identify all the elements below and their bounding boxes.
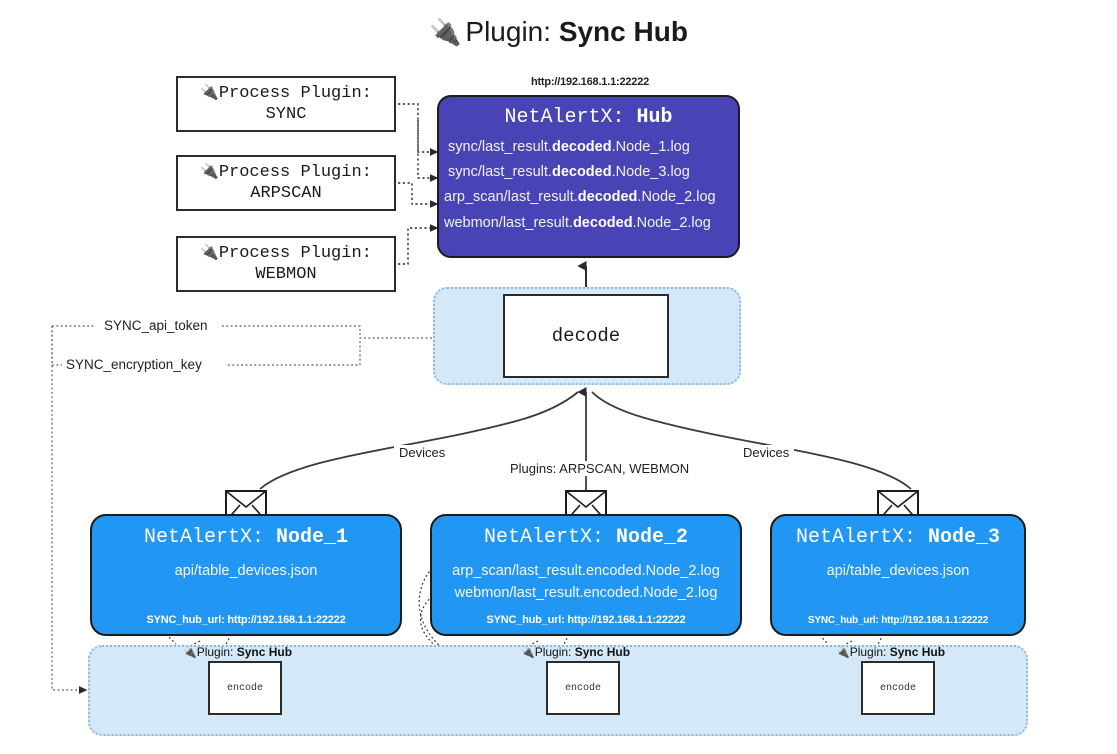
process-plugin-name: ARPSCAN xyxy=(250,184,322,203)
process-plugin-header-row: 🔌Process Plugin: xyxy=(200,83,372,104)
page-title: 🔌Plugin: Sync Hub xyxy=(0,16,1117,48)
node-3-resource: api/table_devices.json xyxy=(826,563,970,579)
plug-icon: 🔌 xyxy=(200,161,219,180)
hub-log-post: .Node_2.log xyxy=(632,214,711,231)
hub-log-line: sync/last_result.decoded.Node_1.log xyxy=(439,135,738,160)
encode-label-prefix: Plugin: xyxy=(534,645,575,659)
process-plugin-header-row: 🔌Process Plugin: xyxy=(200,243,372,264)
hub-log-pre: webmon/last_result. xyxy=(444,214,573,231)
edge-label-devices-right: Devices xyxy=(738,445,795,460)
encode-label-name: Sync Hub xyxy=(574,645,631,659)
node-title-name: Node_3 xyxy=(928,526,1001,549)
hub-title: NetAlertX: Hub xyxy=(439,106,738,129)
node-3-title: NetAlertX: Node_3 xyxy=(772,526,1024,549)
hub-log-pre: sync/last_result. xyxy=(448,139,552,155)
process-plugin-arpscan[interactable]: 🔌Process Plugin: ARPSCAN xyxy=(176,155,396,211)
hub-node[interactable]: NetAlertX: Hub sync/last_result.decoded.… xyxy=(437,95,740,258)
page-title-prefix: Plugin: xyxy=(465,16,559,47)
hub-log-em: decoded xyxy=(551,164,612,181)
hub-log-em: decoded xyxy=(577,189,638,206)
hub-log-post: .Node_3.log xyxy=(611,164,690,181)
node-2-resource: webmon/last_result.encoded.Node_2.log xyxy=(454,585,718,601)
hub-log-pre: arp_scan/last_result. xyxy=(444,189,578,206)
hub-log-post: .Node_1.log xyxy=(611,139,690,155)
encode-box-node-1[interactable]: encode xyxy=(208,661,282,715)
plug-icon: 🔌 xyxy=(183,646,197,659)
plug-icon: 🔌 xyxy=(836,646,850,659)
node-title-prefix: NetAlertX: xyxy=(483,526,616,549)
node-1-hub-url: SYNC_hub_url: http://192.168.1.1:22222 xyxy=(146,614,346,626)
node-1[interactable]: NetAlertX: Node_1 api/table_devices.json… xyxy=(90,514,402,636)
process-plugin-sync[interactable]: 🔌Process Plugin: SYNC xyxy=(176,76,396,132)
process-plugin-name: SYNC xyxy=(265,105,307,124)
edge-label-plugins: Plugins: ARPSCAN, WEBMON xyxy=(505,461,695,476)
encode-plugin-label-3: 🔌Plugin: Sync Hub xyxy=(836,645,945,659)
node-1-resource: api/table_devices.json xyxy=(174,563,318,579)
node-title-prefix: NetAlertX: xyxy=(795,526,928,549)
node-2-title: NetAlertX: Node_2 xyxy=(432,526,740,549)
sync-encryption-key-label: SYNC_encryption_key xyxy=(62,357,206,372)
hub-log-line: webmon/last_result.decoded.Node_2.log xyxy=(439,211,738,236)
encode-label-prefix: Plugin: xyxy=(849,645,890,659)
process-plugin-header: Process Plugin: xyxy=(218,162,372,182)
node-2[interactable]: NetAlertX: Node_2 arp_scan/last_result.e… xyxy=(430,514,742,636)
plug-icon: 🔌 xyxy=(429,17,462,47)
encode-plugin-label-2: 🔌Plugin: Sync Hub xyxy=(521,645,630,659)
hub-title-name: Hub xyxy=(636,106,673,129)
hub-title-prefix: NetAlertX: xyxy=(504,106,637,129)
node-2-hub-url: SYNC_hub_url: http://192.168.1.1:22222 xyxy=(486,614,686,626)
process-plugin-header: Process Plugin: xyxy=(218,243,372,263)
encode-plugin-label-1: 🔌Plugin: Sync Hub xyxy=(183,645,292,659)
process-plugin-webmon[interactable]: 🔌Process Plugin: WEBMON xyxy=(176,236,396,292)
hub-log-post: .Node_2.log xyxy=(637,189,716,206)
encode-label-name: Sync Hub xyxy=(889,645,946,659)
encode-box-node-2[interactable]: encode xyxy=(546,661,620,715)
encode-label-name: Sync Hub xyxy=(236,645,293,659)
hub-log-line: sync/last_result.decoded.Node_3.log xyxy=(439,160,738,185)
process-plugin-header: Process Plugin: xyxy=(218,83,372,103)
plug-icon: 🔌 xyxy=(200,82,219,101)
node-title-prefix: NetAlertX: xyxy=(143,526,276,549)
encode-label-prefix: Plugin: xyxy=(196,645,237,659)
sync-api-token-label: SYNC_api_token xyxy=(100,318,212,333)
hub-log-em: decoded xyxy=(551,139,612,155)
plug-icon: 🔌 xyxy=(200,242,219,261)
page-title-name: Sync Hub xyxy=(558,16,688,47)
encode-box-node-3[interactable]: encode xyxy=(861,661,935,715)
process-plugin-header-row: 🔌Process Plugin: xyxy=(200,162,372,183)
hub-log-line: arp_scan/last_result.decoded.Node_2.log xyxy=(439,185,738,210)
hub-url-label: http://192.168.1.1:22222 xyxy=(530,76,650,88)
node-1-title: NetAlertX: Node_1 xyxy=(92,526,400,549)
process-plugin-name: WEBMON xyxy=(255,265,317,284)
node-3-hub-url: SYNC_hub_url: http://192.168.1.1:22222 xyxy=(807,615,989,626)
node-3[interactable]: NetAlertX: Node_3 api/table_devices.json… xyxy=(770,514,1026,636)
hub-log-pre: sync/last_result. xyxy=(448,164,552,181)
decode-box[interactable]: decode xyxy=(503,294,669,378)
node-title-name: Node_1 xyxy=(276,526,349,549)
hub-log-em: decoded xyxy=(572,214,633,231)
edge-label-devices-left: Devices xyxy=(394,445,451,460)
node-title-name: Node_2 xyxy=(616,526,689,549)
plug-icon: 🔌 xyxy=(521,646,535,659)
node-2-resource: arp_scan/last_result.encoded.Node_2.log xyxy=(452,563,720,579)
